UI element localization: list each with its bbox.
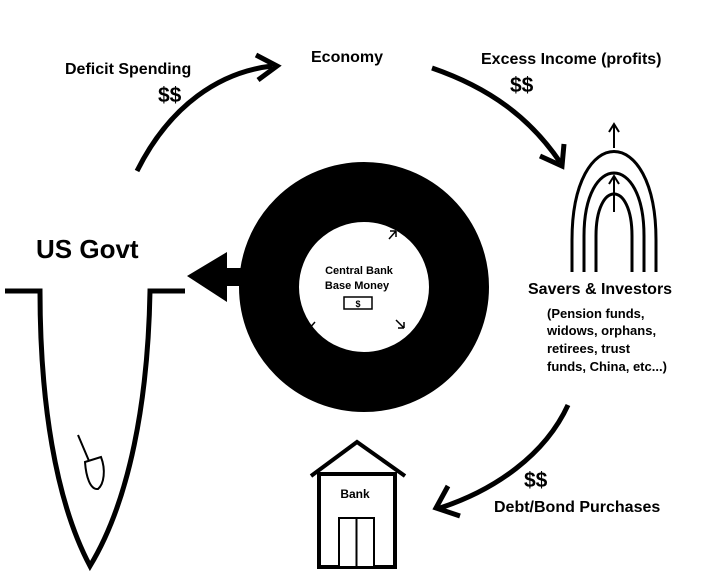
- central-bank-label: Central Bank: [325, 265, 394, 277]
- deficit-dollars-label: $$: [158, 84, 182, 107]
- savers-detail-line-1: (Pension funds,: [547, 306, 645, 321]
- savers-detail-line-3: retirees, trust: [547, 341, 631, 356]
- savers-investors-label: Savers & Investors: [528, 281, 672, 298]
- expansion-arrow-bottom-right: [396, 320, 404, 328]
- excess-dollars-label: $$: [510, 74, 534, 97]
- bond-dollars-label: $$: [524, 469, 548, 492]
- shovel-icon: [78, 435, 104, 489]
- excess-income-arrow: [432, 68, 560, 162]
- bank-building-icon: [311, 442, 405, 567]
- savers-arches-icon: [572, 124, 656, 272]
- base-money-label: Base Money: [325, 280, 390, 292]
- deficit-spending-label: Deficit Spending: [65, 61, 191, 78]
- govt-pit: [5, 291, 185, 566]
- expansion-arrow-top-right: [389, 231, 396, 239]
- bank-label: Bank: [340, 487, 370, 501]
- excess-income-label: Excess Income (profits): [481, 51, 662, 68]
- us-govt-label: US Govt: [36, 234, 139, 264]
- debt-bond-arrow: [440, 405, 568, 508]
- savers-detail-line-4: funds, China, etc...): [547, 359, 667, 374]
- dollar-note-label: $: [355, 299, 360, 309]
- savers-detail-line-2: widows, orphans,: [546, 323, 656, 338]
- deficit-spending-arrow: [137, 66, 272, 171]
- economy-label: Economy: [311, 49, 383, 66]
- debt-bond-purchases-label: Debt/Bond Purchases: [494, 499, 660, 516]
